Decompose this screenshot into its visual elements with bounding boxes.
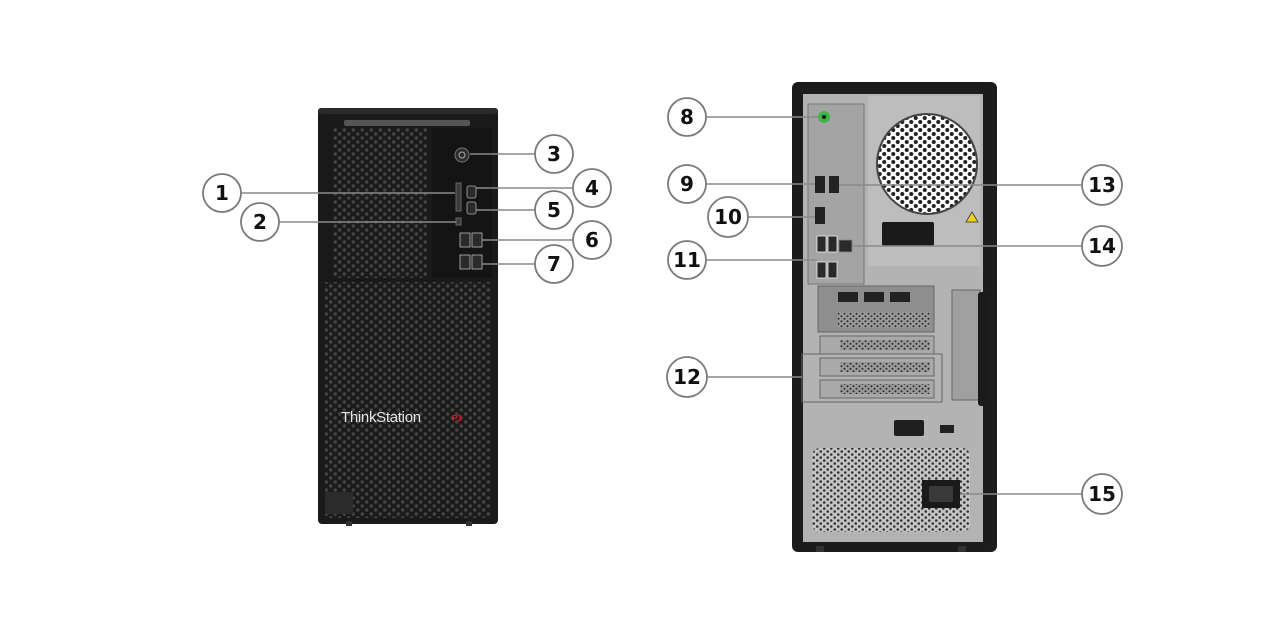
usb-rear-2[interactable] [827, 235, 838, 253]
front-foot-right [466, 521, 472, 526]
callout-13-label: 13 [1088, 173, 1116, 197]
callout-11: 11 [667, 240, 707, 280]
model-badge: P3 [452, 414, 462, 423]
usb-rear-4[interactable] [827, 261, 838, 279]
callout-15: 15 [1081, 473, 1123, 515]
front-top-edge [318, 108, 498, 114]
callout-1-label: 1 [215, 181, 229, 205]
side-latch-handle [978, 292, 990, 406]
callout-13: 13 [1081, 164, 1123, 206]
displayport-1[interactable] [815, 176, 825, 193]
front-upper-grille [333, 128, 428, 278]
callout-10-label: 10 [714, 205, 742, 229]
leader-lines [240, 116, 1082, 495]
callout-6-label: 6 [585, 228, 599, 252]
audio-line-jack-center [822, 115, 826, 119]
usb-a-port-2[interactable] [471, 232, 483, 248]
ac-power-inlet [929, 486, 953, 502]
callout-14: 14 [1081, 225, 1123, 267]
callout-5-label: 5 [547, 198, 561, 222]
ethernet-port[interactable] [838, 239, 853, 253]
gpu-port-2 [864, 292, 884, 302]
expansion-slot-1-vent [840, 340, 930, 350]
front-tower: ThinkStation P3 [318, 108, 498, 526]
expansion-slot-3-vent [840, 384, 930, 394]
callout-2: 2 [240, 202, 280, 242]
front-foot-left [346, 521, 352, 526]
usb-c-port-upper[interactable] [466, 185, 477, 199]
callout-3-label: 3 [547, 142, 561, 166]
psu-vent-grille [812, 448, 970, 532]
callout-7-label: 7 [547, 252, 561, 276]
callout-9-label: 9 [680, 172, 694, 196]
serial-connector [894, 420, 924, 436]
callout-12-label: 12 [673, 365, 701, 389]
callout-4: 4 [572, 168, 612, 208]
usb-a-port-1[interactable] [459, 232, 471, 248]
gpu-vent [838, 312, 930, 328]
security-lock-bracket [882, 222, 934, 246]
callout-2-label: 2 [253, 210, 267, 234]
top-handle-slot [344, 120, 470, 126]
expansion-slot-group-outline [801, 353, 943, 403]
usb-a-port-4[interactable] [471, 254, 483, 270]
callout-15-label: 15 [1088, 482, 1116, 506]
callout-6: 6 [572, 220, 612, 260]
side-latch [951, 289, 981, 401]
callout-1: 1 [202, 173, 242, 213]
usb-c-port-lower[interactable] [466, 201, 477, 215]
audio-combo-jack[interactable] [455, 217, 462, 226]
callout-8: 8 [667, 97, 707, 137]
front-bottom-foot [325, 492, 353, 514]
power-button[interactable] [454, 147, 470, 163]
usb-rear-1[interactable] [816, 235, 827, 253]
callout-11-label: 11 [673, 248, 701, 272]
sd-card-slot[interactable] [455, 182, 462, 212]
callout-10: 10 [707, 196, 749, 238]
callout-12: 12 [666, 356, 708, 398]
power-icon [458, 151, 466, 159]
front-lower-grille [325, 282, 491, 518]
usb-a-port-3[interactable] [459, 254, 471, 270]
callout-14-label: 14 [1088, 234, 1116, 258]
lock-slot [940, 425, 954, 433]
callout-badges: 1 2 3 4 5 6 7 8 [202, 97, 1123, 515]
callout-3: 3 [534, 134, 574, 174]
io-shield [807, 103, 865, 285]
callout-8-label: 8 [680, 105, 694, 129]
callout-5: 5 [534, 190, 574, 230]
callout-7: 7 [534, 244, 574, 284]
callout-9: 9 [667, 164, 707, 204]
rear-foot-right [958, 546, 966, 552]
usb-rear-3[interactable] [816, 261, 827, 279]
warning-icon [965, 211, 979, 223]
expansion-slot-2-vent [840, 362, 930, 372]
rear-fan-grille [876, 113, 978, 215]
brand-logo: ThinkStation [341, 409, 421, 426]
callout-4-label: 4 [585, 176, 599, 200]
displayport-2[interactable] [829, 176, 839, 193]
gpu-port-3 [890, 292, 910, 302]
rear-foot-left [816, 546, 824, 552]
rear-tower [792, 82, 997, 552]
hdmi-port[interactable] [815, 207, 825, 224]
gpu-port-1 [838, 292, 858, 302]
